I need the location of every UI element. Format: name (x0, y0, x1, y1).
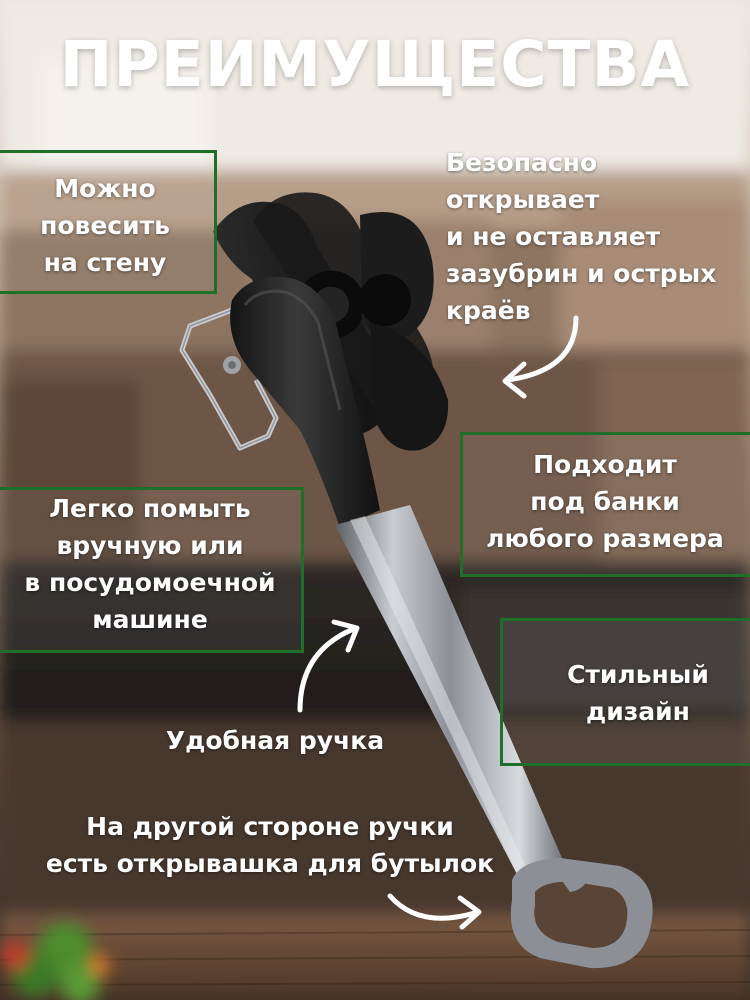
broccoli-decoration (1, 922, 110, 1000)
feature-box-wall-mount (0, 150, 217, 294)
feature-box-easy-wash (0, 487, 304, 653)
page-title: ПРЕИМУЩЕСТВА (59, 28, 691, 101)
feature-box-any-can (460, 432, 750, 577)
curved-arrow-icon (297, 619, 360, 713)
curved-arrow-icon (502, 315, 579, 399)
feature-stylish-text: Стильный дизайн (567, 660, 709, 726)
feature-any-can-text: Подходит под банки любого размера (486, 450, 724, 553)
curved-arrow-icon (387, 893, 482, 930)
feature-handle-text: Удобная ручка (165, 726, 385, 755)
feature-safe-open-text: Безопасно открывает и не оставляет зазуб… (446, 148, 717, 325)
feature-bottle-opener-text: На другой стороне ручки есть открывашка … (45, 812, 495, 878)
feature-box-stylish (500, 618, 750, 766)
feature-wall-mount-text: Можно повесить на стену (40, 174, 170, 277)
feature-easy-wash-text: Легко помыть вручную или в посудомоечной… (24, 494, 276, 634)
